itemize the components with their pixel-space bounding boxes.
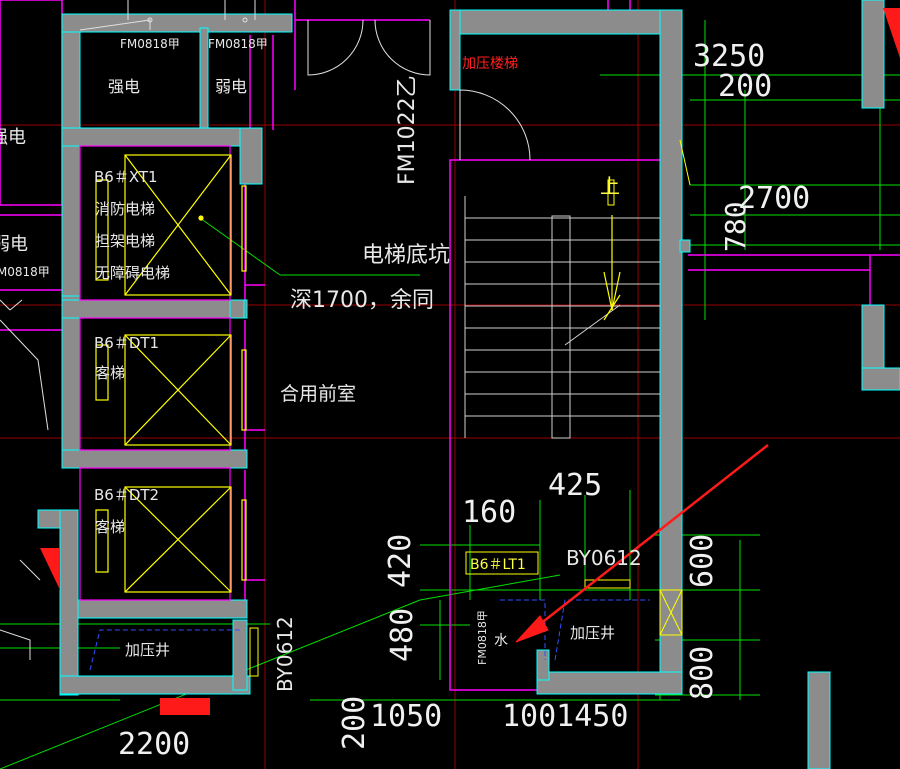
label-b6-dt1: B6＃DT1 [94, 334, 159, 352]
dim-800: 800 [685, 646, 720, 700]
dim-3250: 3250 [693, 39, 765, 74]
label-fm1022: FM1022乙 [395, 75, 420, 185]
label-by0612-left: BY0612 [273, 616, 297, 692]
labels: FM0818甲 FM0818甲 强电 弱电 强电 弱电 FM0818甲 B6＃X… [0, 37, 642, 692]
red-markers [40, 8, 900, 715]
label-left-fm: FM0818甲 [0, 265, 50, 279]
annotation-arrow [515, 444, 769, 643]
stair-treads [464, 196, 660, 439]
elevator-cars [79, 145, 247, 601]
dim-425: 425 [548, 468, 602, 503]
label-danjia-dianti: 担架电梯 [95, 232, 155, 250]
label-fm0818-a: FM0818甲 [120, 37, 180, 51]
label-b6-lt1: B6＃LT1 [470, 557, 526, 573]
label-xiaofang-dianti: 消防电梯 [95, 200, 155, 218]
label-qiangdian: 强电 [108, 77, 140, 96]
dimension-labels: 3250 200 2700 780 425 160 420 600 480 80… [118, 39, 810, 762]
label-jiaya-jing-left: 加压井 [125, 641, 170, 659]
dim-100-1450: 1001450 [502, 699, 628, 734]
label-left-ruodian: 弱电 [0, 234, 28, 255]
label-keti-2: 客梯 [95, 518, 125, 536]
label-ruodian: 弱电 [215, 77, 247, 96]
label-wuzhangai-dianti: 无障碍电梯 [95, 264, 170, 282]
walls [37, 0, 900, 769]
label-b6-xt1: B6＃XT1 [94, 168, 158, 186]
dim-200-bottom: 200 [337, 696, 372, 750]
dim-200-top: 200 [718, 69, 772, 104]
label-keti-1: 客梯 [95, 364, 125, 382]
label-dianti-dikeng: 电梯底坑 [362, 243, 450, 268]
label-fm0818-stair: FM0818甲 [476, 610, 489, 665]
dim-2200: 2200 [118, 727, 190, 762]
label-shui: 水 [494, 633, 508, 649]
dim-160: 160 [462, 495, 516, 530]
label-jiaya-louti: 加压楼梯 [462, 56, 518, 72]
pressure-shafts [89, 599, 650, 671]
label-shang: 上 [600, 174, 620, 198]
label-left-qiangdian: 强电 [0, 127, 26, 148]
dim-2700: 2700 [738, 181, 810, 216]
dim-600: 600 [685, 534, 720, 588]
label-fm0818-b: FM0818甲 [208, 37, 268, 51]
dim-1050: 1050 [370, 699, 442, 734]
dim-780: 780 [719, 201, 752, 252]
label-jiaya-jing-right: 加压井 [570, 624, 615, 642]
stair-arrow [603, 215, 621, 321]
label-shen-1700: 深1700，余同 [290, 288, 434, 313]
label-heyong-qianshi: 合用前室 [280, 383, 356, 405]
dim-420: 420 [383, 534, 418, 588]
dim-480: 480 [385, 608, 420, 662]
doors [0, 0, 531, 660]
label-b6-dt2: B6＃DT2 [94, 486, 159, 504]
label-by0612-right: BY0612 [566, 546, 642, 570]
yellow-hatch [249, 139, 691, 677]
